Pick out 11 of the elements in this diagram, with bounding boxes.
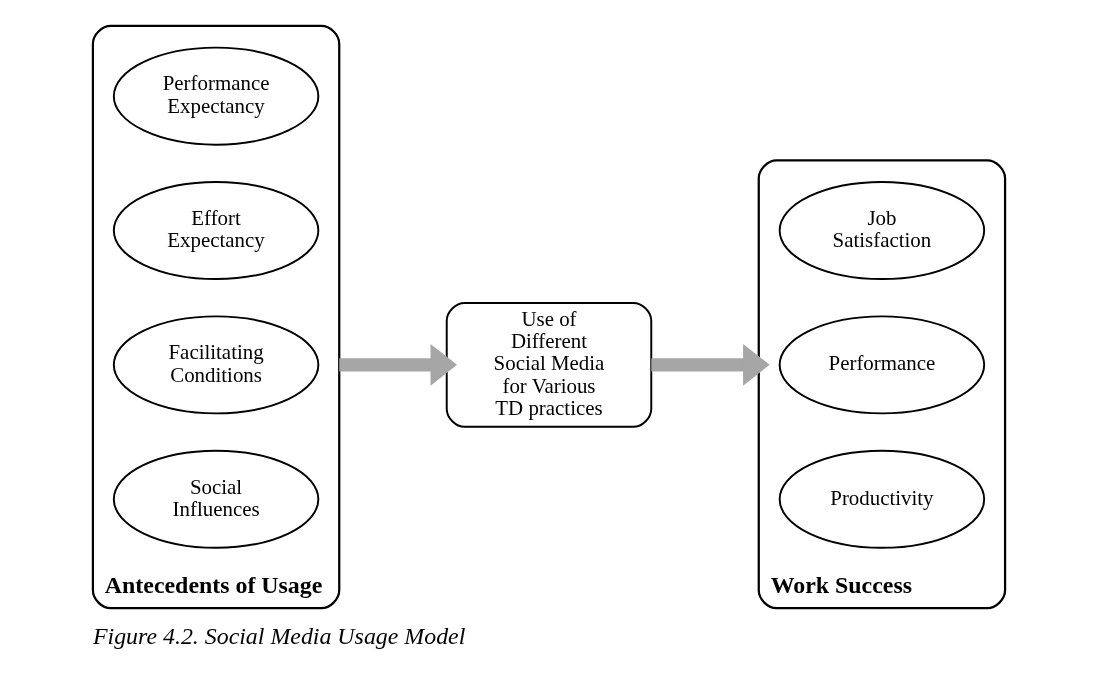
node-ellipse: Social Influences — [112, 449, 319, 549]
arrow — [650, 343, 770, 386]
node-ellipse: Facilitating Conditions — [112, 315, 319, 415]
node-ellipse: Productivity — [778, 449, 985, 549]
node-ellipse: Job Satisfaction — [778, 181, 985, 280]
node-ellipse: Performance — [778, 315, 985, 415]
node-ellipse: Performance Expectancy — [112, 46, 319, 146]
arrow — [338, 343, 457, 386]
node-ellipse: Effort Expectancy — [112, 181, 319, 280]
caption: Figure 4.2. Social Media Usage Model — [92, 622, 465, 649]
node-box: Use of Different Social Media for Various TD practices — [445, 301, 652, 428]
